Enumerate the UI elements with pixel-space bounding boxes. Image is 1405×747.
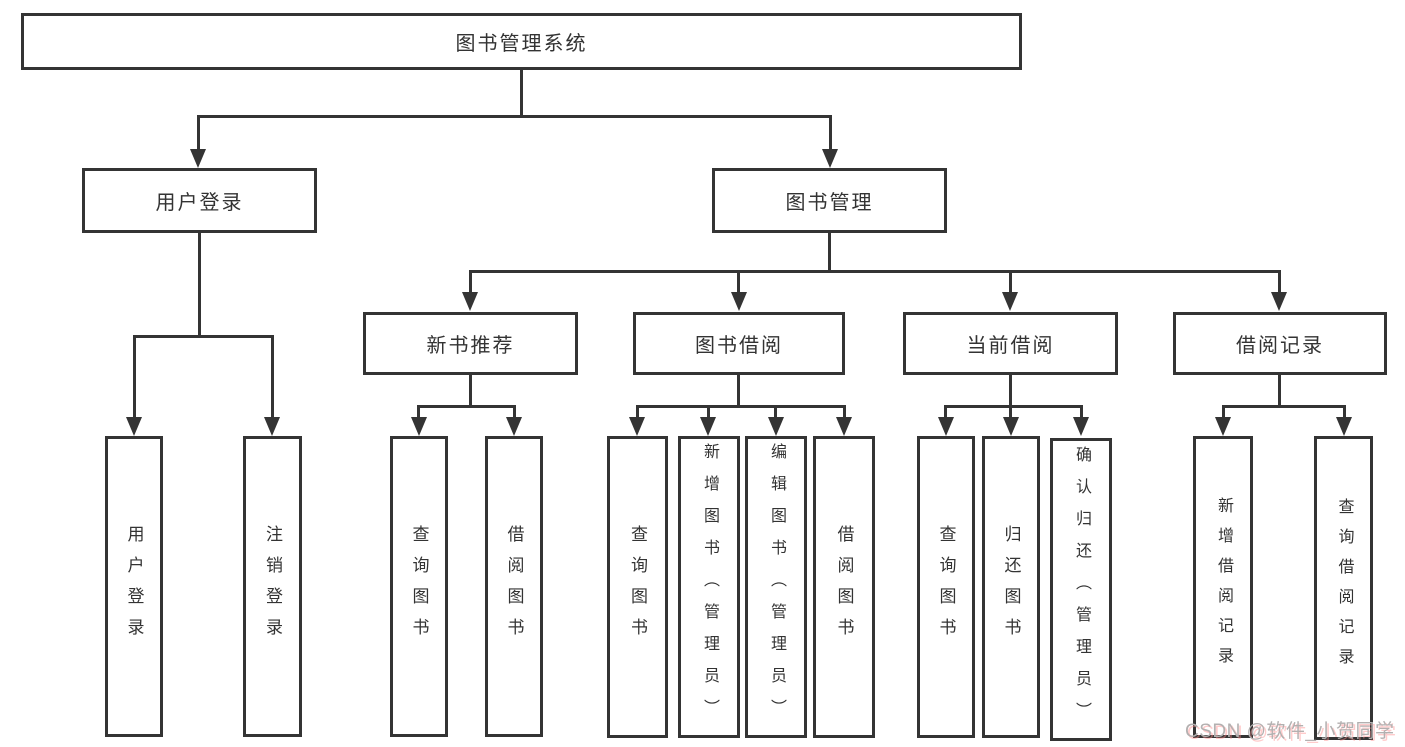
arrowhead-down-icon	[629, 417, 645, 436]
node-label: 确认归还（管理员）	[1073, 445, 1090, 734]
node-book-management: 图书管理	[712, 168, 947, 233]
node-label: 查询图书	[936, 525, 956, 649]
connector-line	[469, 375, 472, 408]
node-label: 新增图书（管理员）	[701, 443, 718, 731]
node-edit-books-admin: 编辑图书（管理员）	[745, 436, 807, 738]
node-logout: 注销登录	[243, 436, 302, 737]
node-label: 查询图书	[628, 525, 647, 649]
node-return-books: 归还图书	[982, 436, 1040, 738]
node-add-borrow-record: 新增借阅记录	[1193, 436, 1253, 738]
node-label: 注销登录	[263, 524, 282, 649]
node-confirm-return-admin: 确认归还（管理员）	[1050, 438, 1112, 741]
node-label: 借阅图书	[834, 525, 854, 649]
connector-line	[513, 405, 516, 419]
connector-line	[417, 405, 516, 408]
node-label: 编辑图书（管理员）	[768, 443, 785, 731]
node-label: 图书管理系统	[455, 33, 588, 55]
arrowhead-down-icon	[938, 417, 954, 436]
connector-line	[843, 405, 846, 419]
connector-line	[737, 270, 740, 293]
arrowhead-down-icon	[190, 149, 206, 168]
connector-line	[1080, 405, 1083, 419]
node-label: 查询图书	[409, 524, 429, 649]
connector-line	[133, 335, 274, 338]
arrowhead-down-icon	[411, 417, 427, 436]
node-user-login: 用户登录	[82, 168, 317, 233]
connector-line	[707, 405, 710, 419]
connector-line	[417, 405, 420, 419]
node-label: 新书推荐	[426, 335, 515, 357]
connector-line	[636, 405, 846, 408]
csdn-watermark: CSDN @软件_小贺同学	[1185, 721, 1395, 742]
node-label: 图书借阅	[695, 335, 783, 357]
connector-line	[197, 115, 832, 118]
connector-line	[1009, 375, 1012, 408]
arrowhead-down-icon	[126, 417, 142, 436]
node-label: 借阅图书	[504, 524, 524, 649]
node-label: 归还图书	[1001, 525, 1021, 649]
connector-line	[1343, 405, 1346, 419]
arrowhead-down-icon	[731, 292, 747, 311]
node-current-borrowing: 当前借阅	[903, 312, 1118, 375]
node-book-borrowing: 图书借阅	[633, 312, 845, 375]
connector-line	[198, 233, 201, 338]
node-label: 用户登录	[155, 192, 244, 214]
connector-line	[1278, 375, 1281, 408]
arrowhead-down-icon	[822, 149, 838, 168]
connector-line	[944, 405, 1083, 408]
node-borrow-books: 借阅图书	[813, 436, 875, 738]
node-borrowing-records: 借阅记录	[1173, 312, 1387, 375]
arrowhead-down-icon	[1073, 417, 1089, 436]
arrowhead-down-icon	[1003, 417, 1019, 436]
arrowhead-down-icon	[506, 417, 522, 436]
arrowhead-down-icon	[1336, 417, 1352, 436]
connector-line	[829, 115, 832, 150]
connector-line	[828, 233, 831, 273]
node-label: 查询借阅记录	[1335, 498, 1353, 678]
node-label: 图书管理	[785, 192, 874, 214]
connector-line	[197, 115, 200, 150]
arrowhead-down-icon	[768, 417, 784, 436]
node-label: 新增借阅记录	[1215, 497, 1232, 677]
node-label: 当前借阅	[966, 335, 1055, 357]
node-query-books-recommend: 查询图书	[390, 436, 448, 737]
node-user-login-leaf: 用户登录	[105, 436, 163, 737]
node-new-book-recommend: 新书推荐	[363, 312, 578, 375]
arrowhead-down-icon	[1215, 417, 1231, 436]
node-label: 借阅记录	[1236, 335, 1324, 357]
arrowhead-down-icon	[1002, 292, 1018, 311]
node-query-books-borrowing: 查询图书	[607, 436, 668, 738]
node-label: 用户登录	[124, 524, 144, 649]
arrowhead-down-icon	[264, 417, 280, 436]
connector-line	[271, 335, 274, 419]
connector-line	[774, 405, 777, 419]
connector-line	[1009, 405, 1012, 419]
connector-line	[133, 335, 136, 419]
connector-line	[1278, 270, 1281, 293]
connector-line	[469, 270, 1281, 273]
node-borrow-books-recommend: 借阅图书	[485, 436, 543, 737]
arrowhead-down-icon	[700, 417, 716, 436]
node-query-borrow-record: 查询借阅记录	[1314, 436, 1373, 740]
connector-line	[636, 405, 639, 419]
node-query-books-current: 查询图书	[917, 436, 975, 738]
arrowhead-down-icon	[1271, 292, 1287, 311]
connector-line	[1222, 405, 1346, 408]
arrowhead-down-icon	[836, 417, 852, 436]
node-add-books-admin: 新增图书（管理员）	[678, 436, 740, 738]
node-library-management-system: 图书管理系统	[21, 13, 1022, 70]
connector-line	[1009, 270, 1012, 293]
connector-line	[1222, 405, 1225, 419]
connector-line	[737, 375, 740, 408]
connector-line	[469, 270, 472, 293]
connector-line	[520, 69, 523, 117]
connector-line	[944, 405, 947, 419]
arrowhead-down-icon	[462, 292, 478, 311]
